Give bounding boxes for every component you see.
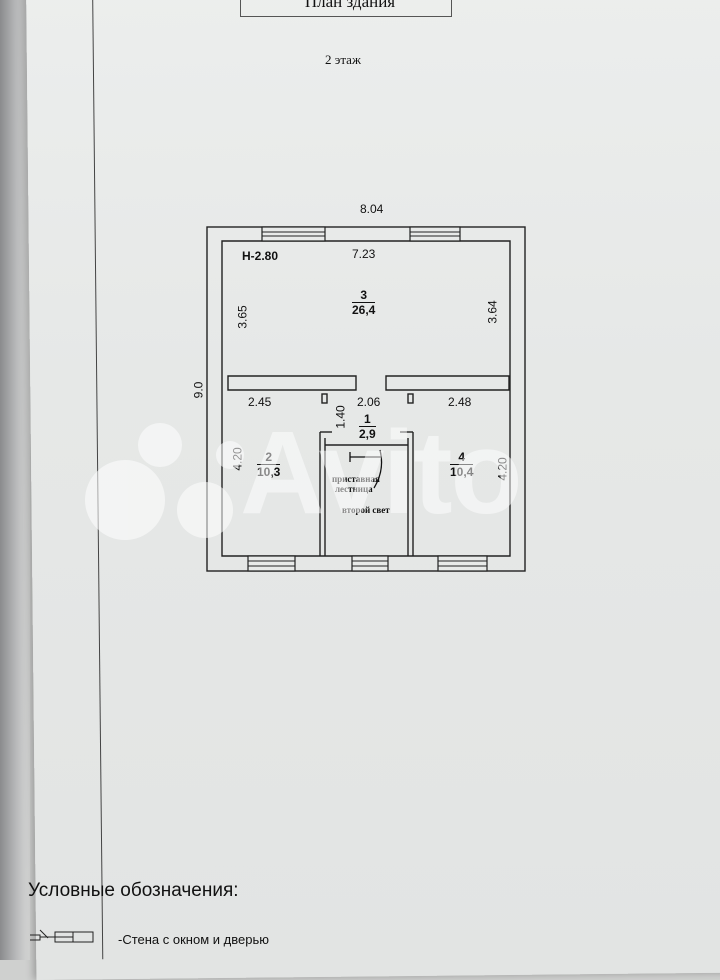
room-2-label: 2 10,3 [257, 450, 281, 479]
dim-room2-width: 2.45 [248, 395, 272, 409]
title-box [240, 0, 452, 17]
dim-outer-height: 9.0 [191, 381, 206, 399]
ladder-note-2: лестница [335, 484, 373, 494]
second-light-note: второй свет [342, 505, 390, 515]
floor-plan [30, 226, 526, 943]
room-4-label: 4 10,4 [450, 450, 474, 479]
page-title: План здания [304, 0, 396, 11]
window-bottom-2 [351, 555, 389, 572]
floor-label: 2 этаж [325, 52, 361, 67]
window-top-1 [261, 226, 326, 242]
desk-edge [0, 0, 30, 960]
watermark-text: Avito [240, 407, 523, 539]
door-post-right [407, 393, 414, 404]
room-3-label: 3 26,4 [352, 288, 376, 317]
dim-room4-width: 2.48 [448, 395, 472, 409]
legend-wall-item: -Стена с окном и дверью [118, 932, 269, 947]
ladder-arrow-curve [373, 449, 383, 489]
ladder-note-1: приставная [332, 474, 380, 484]
room-1-label: 1 2,9 [359, 412, 376, 441]
partition-right [385, 375, 510, 391]
height-mark: H-2.80 [242, 249, 279, 263]
legend-title: Условные обозначения: [28, 880, 239, 901]
legend-symbol [30, 929, 94, 943]
window-top-2 [409, 226, 461, 242]
partition-left [227, 375, 357, 391]
door-post-left [321, 393, 328, 404]
dim-room3-right: 3.64 [485, 300, 500, 324]
dim-inner-width-top: 7.23 [352, 247, 376, 261]
window-bottom-1 [247, 555, 296, 572]
window-bottom-3 [437, 555, 488, 572]
dim-corridor-width: 2.06 [357, 395, 381, 409]
dim-outer-width: 8.04 [360, 202, 384, 216]
dim-room3-left: 3.65 [235, 305, 250, 329]
